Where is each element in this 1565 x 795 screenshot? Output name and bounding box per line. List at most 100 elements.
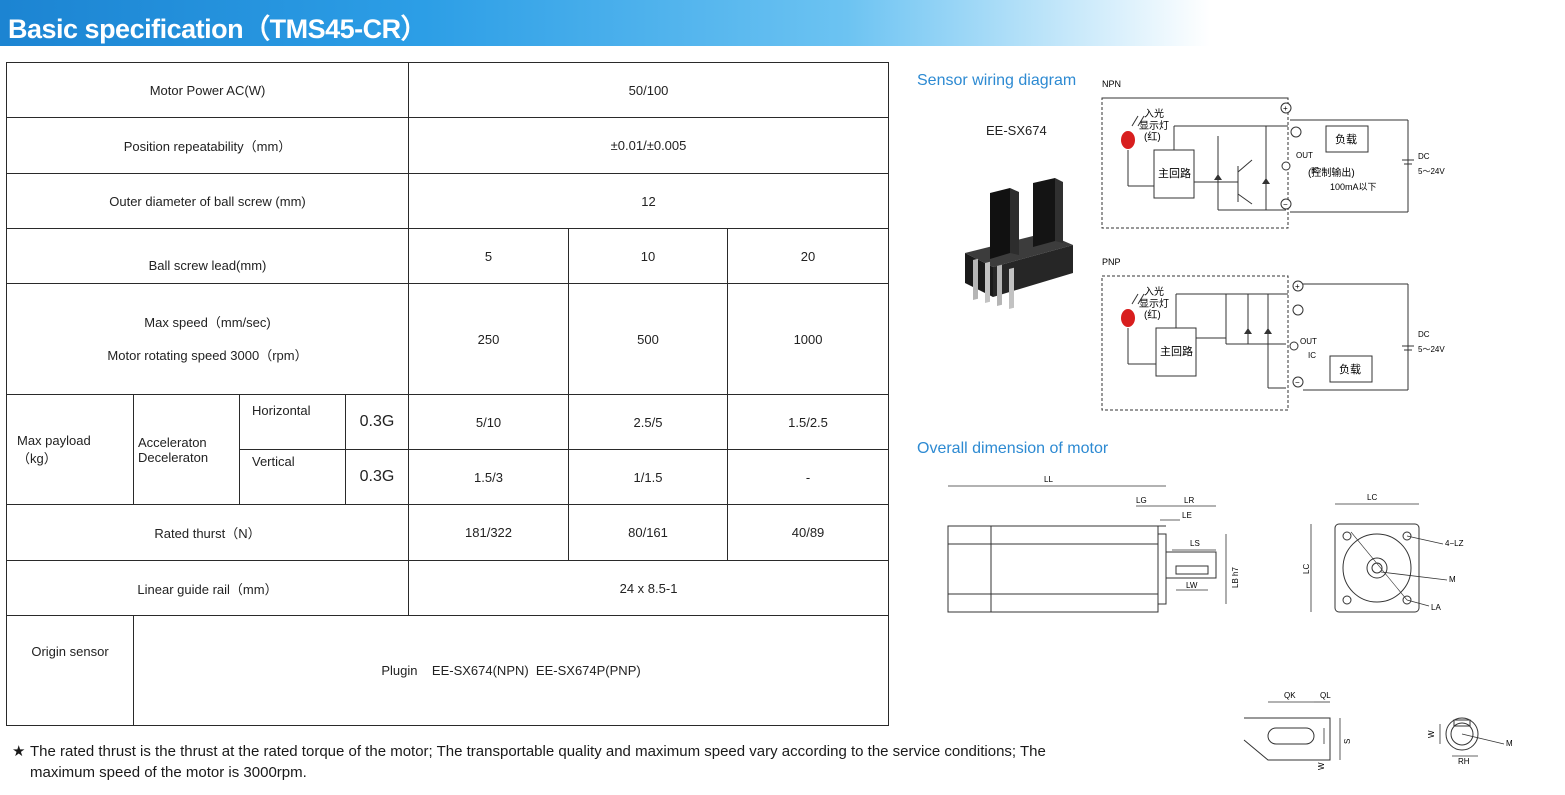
front-pilot-circle [1342,533,1412,603]
motor-rotating-speed-label: Motor rotating speed 3000（rpm） [107,348,308,363]
pnp-minus-terminal [1292,376,1304,388]
pnp-indicator-label: 显示灯 [1139,298,1169,310]
motor-side-view-diagram: LL LR LG LE LS LW LB h7 [947,475,1240,613]
vertical-label: Vertical [239,449,346,505]
pnp-main-circuit [1155,327,1197,377]
max-speed-label: Max speed（mm/sec) [144,315,271,330]
rated-thrust-label: Rated thurst（N） [5,504,410,561]
m-label: M [1449,575,1456,584]
title-bar: Basic specification（TMS45-CR） [0,0,1210,46]
npn-main-circuit-label: 主回路 [1158,167,1191,180]
position-repeatability-label: Position repeatability（mm） [5,117,410,174]
star-icon: ★ [12,743,26,760]
horizontal-g: 0.3G [344,394,410,450]
lr-label: LR [1184,496,1194,505]
npn-control-output-label: (控制输出) [1308,166,1355,179]
ball-screw-lead-label: Ball screw lead(mm) [5,228,410,284]
s-label: S [1343,739,1352,744]
front-flange [1334,523,1420,613]
lw-label: LW [1186,581,1198,590]
svg-text:+: + [1283,104,1288,113]
npn-dc-label: DC [1418,152,1430,161]
max-payload-label-cell: Max payload （kg） [6,394,134,505]
ball-screw-lead-value: 20 [727,228,890,284]
w2-label: W [1427,730,1436,738]
motor-power-value: 50/100 [408,62,890,118]
motor-key [1175,565,1209,575]
pnp-ic-label: IC [1308,351,1316,360]
max-payload-unit: （kg） [17,450,57,466]
lc-top-label: LC [1367,493,1377,502]
origin-sensor-value: Plugin EE-SX674(NPN) EE-SX674P(PNP) [132,615,890,726]
position-repeatability-value: ±0.01/±0.005 [408,117,890,174]
npn-led-indicator [1121,131,1135,149]
sensor-image [965,178,1073,310]
lb-label: LB h7 [1231,567,1240,588]
sensor-model-label: EE-SX674 [986,123,1047,138]
shaft-key-detail-diagram: QK QL S W [1243,691,1352,770]
max-speed-value: 500 [568,283,729,395]
ql-label: QL [1320,691,1331,700]
shaft-section [1445,717,1479,751]
pnp-plus-terminal [1292,280,1304,292]
row-linear-guide: Linear guide rail（mm） 24 x 8.5-1 [5,560,890,616]
npn-indicator-label: 显示灯 [1139,120,1169,132]
w-label: W [1317,762,1326,770]
pnp-led-indicator [1121,309,1135,327]
npn-out-terminal [1281,161,1291,171]
pnp-load-label: 负载 [1339,362,1361,376]
npn-l-terminal [1290,126,1302,138]
accel-label: Acceleraton [138,434,207,450]
svg-text:−: − [1283,200,1288,209]
payload-horizontal-value: 2.5/5 [568,394,729,450]
npn-voltage-label: 5～24V [1418,167,1445,176]
npn-out-label: OUT [1296,151,1313,160]
pnp-out-terminal [1289,341,1299,351]
payload-vertical-value: 1/1.5 [568,449,729,505]
max-speed-value: 1000 [727,283,890,395]
motor-shaft [1165,551,1217,579]
outer-diameter-value: 12 [408,173,890,229]
ls-label: LS [1190,539,1200,548]
ll-label: LL [1044,475,1053,484]
horizontal-label: Horizontal [239,394,346,450]
payload-horizontal-value: 5/10 [408,394,570,450]
motor-power-label: Motor Power AC(W) [5,62,410,118]
la-label: LA [1431,603,1441,612]
row-payload-vertical: Vertical 0.3G 1.5/3 1/1.5 - [7,449,890,505]
key-slot [1267,727,1315,745]
m2-label: M [1506,739,1513,748]
svg-text:+: + [1295,282,1300,291]
rated-thrust-value: 40/89 [727,504,890,561]
lg-label: LG [1136,496,1147,505]
footnote-text: The rated thrust is the thrust at the ra… [30,743,1046,781]
svg-text:−: − [1295,378,1300,387]
vertical-g: 0.3G [344,449,410,505]
row-origin-sensor: Origin sensor Plugin EE-SX674(NPN) EE-SX… [6,615,890,726]
npn-red-label: (红) [1144,130,1161,143]
max-speed-label-cell: Max speed（mm/sec) Motor rotating speed 3… [5,283,410,395]
pnp-wiring-diagram: PNP 入光 显示灯 (红) 主回路 + − OUT IC 负载 DC 5～24… [1101,257,1445,411]
row-outer-diameter: Outer diameter of ball screw (mm) 12 [5,173,890,229]
outer-diameter-label: Outer diameter of ball screw (mm) [5,173,410,229]
origin-sensor-label: Origin sensor [6,615,134,726]
lz-label: 4−LZ [1445,539,1464,548]
row-motor-power: Motor Power AC(W) 50/100 [5,62,890,118]
pnp-l-terminal [1292,304,1304,316]
npn-wiring-diagram: NPN 入光 显示灯 (红) 主回路 + − OUT IC 负载 (控制输出) … [1101,79,1445,229]
npn-light-label: 入光 [1144,107,1164,120]
payload-vertical-value: - [727,449,890,505]
row-rated-thrust: Rated thurst（N） 181/322 80/161 40/89 [5,504,890,561]
npn-load-label: 负载 [1335,132,1357,146]
pnp-main-circuit-label: 主回路 [1160,345,1193,358]
npn-main-circuit [1153,149,1195,199]
npn-ic-label: IC [1311,166,1319,175]
npn-load-box [1325,125,1369,153]
overall-dimension-heading: Overall dimension of motor [917,440,1109,457]
le-label: LE [1182,511,1192,520]
footnote: ★ The rated thrust is the thrust at the … [12,741,1092,783]
pnp-load-box [1329,355,1373,383]
row-position-repeatability: Position repeatability（mm） ±0.01/±0.005 [5,117,890,174]
rated-thrust-value: 80/161 [568,504,729,561]
accel-decel-cell: Acceleraton Deceleraton [133,394,240,505]
